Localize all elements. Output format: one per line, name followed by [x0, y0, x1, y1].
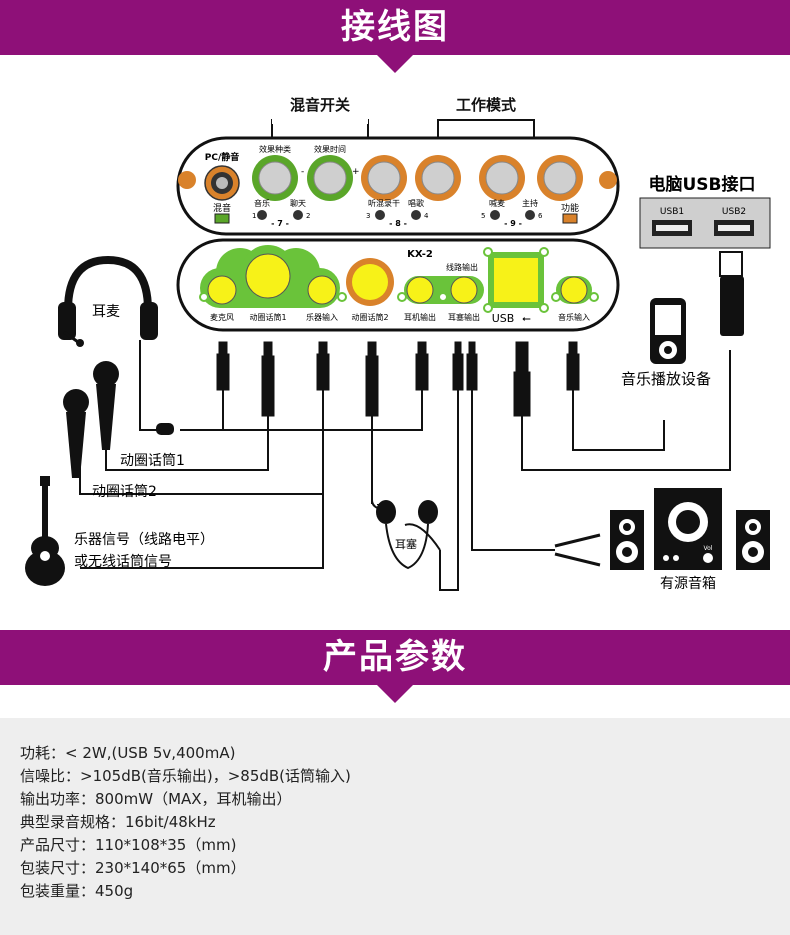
usb1-label: USB1: [660, 207, 684, 217]
microphone-1-icon: [93, 361, 119, 450]
host-button: [525, 210, 535, 220]
host-label: 主持: [522, 198, 538, 208]
group9: - 9 -: [504, 219, 522, 228]
group8: - 8 -: [389, 219, 407, 228]
wiring-title: 接线图: [341, 7, 449, 47]
usb2-label: USB2: [722, 207, 746, 217]
spec-power: 功耗：< 2W,(USB 5v,400mA): [20, 744, 236, 762]
earbud-port: [450, 276, 478, 304]
port-label-earbud: 耳塞输出: [448, 312, 480, 322]
port-label-mic: 麦克风: [210, 312, 234, 322]
instrument-line1: 乐器信号（线路电平）: [74, 532, 214, 548]
plus-sign: +: [352, 167, 360, 177]
port-label-usb: USB: [492, 312, 515, 325]
effect-time-label: 效果时间: [314, 144, 346, 154]
n4: 4: [424, 212, 429, 220]
cable-clip: [156, 423, 174, 435]
spec-snr: 信噪比：>105dB(音乐输出)，>85dB(话筒输入): [20, 767, 351, 785]
dyn-mic2-label: 动圈话筒2: [92, 483, 157, 500]
chat-label: 聊天: [290, 199, 306, 208]
work-mode-label: 工作模式: [456, 96, 516, 114]
port-label-headphone: 耳机输出: [404, 312, 436, 322]
dyn-mic1-port: [245, 253, 291, 299]
params-title: 产品参数: [323, 637, 467, 677]
port-label-dyn-mic1: 动圈话筒1: [249, 312, 286, 322]
spec-output-power: 输出功率：800mW（MAX，耳机输出）: [20, 790, 292, 808]
music-label: 音乐: [254, 198, 270, 208]
plugs: [216, 341, 580, 417]
monitor-record-label: 听混录干: [368, 199, 400, 208]
sing-label: 唱歌: [408, 198, 424, 208]
params-notch: [377, 685, 413, 703]
music-button: [257, 210, 267, 220]
function-led: [562, 213, 578, 224]
model-label: KX-2: [407, 249, 433, 260]
dyn-mic2-port: [352, 264, 388, 300]
sing-button: [411, 210, 421, 220]
music-in-port: [560, 276, 588, 304]
n2: 2: [306, 212, 310, 220]
wiring-banner: 接线图: [0, 0, 790, 55]
minus-sign: -: [301, 167, 304, 177]
port-label-music-in: 音乐输入: [558, 312, 590, 322]
usb-symbol-icon: ⭠: [522, 312, 531, 325]
speakers-label: 有源音箱: [660, 575, 716, 592]
spec-package-weight: 包装重量：450g: [20, 882, 134, 900]
vol-label: Vol: [704, 545, 713, 552]
music-player-label: 音乐播放设备: [621, 370, 711, 388]
side-cap-left: [178, 171, 196, 189]
chat-button: [293, 210, 303, 220]
shout-button: [490, 210, 500, 220]
monitor-button: [375, 210, 385, 220]
headset-label: 耳麦: [92, 304, 120, 320]
speakers-icon: Vol: [610, 488, 770, 570]
group7: - 7 -: [271, 219, 289, 228]
mix-led: [214, 213, 230, 224]
specs-section: 功耗：< 2W,(USB 5v,400mA) 信噪比：>105dB(音乐输出)，…: [0, 718, 790, 935]
wiring-diagram: 混音开关 工作模式 PC/静音 混音 效果种类 效果时间 - + 音乐 1 聊天…: [25, 96, 771, 592]
line-out-label: 线路输出: [446, 262, 478, 272]
n1: 1: [252, 212, 256, 220]
function-label: 功能: [561, 202, 579, 214]
dyn-mic1-label: 动圈话筒1: [120, 452, 185, 469]
n5: 5: [481, 212, 485, 220]
params-banner: 产品参数: [0, 630, 790, 685]
spec-package-size: 包装尺寸：230*140*65（mm）: [20, 859, 246, 877]
port-label-dyn-mic2: 动圈话筒2: [351, 312, 388, 322]
side-cap-right: [599, 171, 617, 189]
earbuds-label: 耳塞: [395, 537, 417, 551]
pc-usb-label: 电脑USB接口: [648, 174, 755, 195]
usb-port: [494, 258, 538, 302]
mic-port: [207, 275, 237, 305]
instrument-line2: 或无线话筒信号: [74, 553, 172, 570]
earbuds-icon: [376, 500, 438, 570]
n3: 3: [366, 212, 370, 220]
headphone-port: [406, 276, 434, 304]
pc-mute-label: PC/静音: [205, 151, 240, 163]
mix-label: 混音: [213, 202, 231, 214]
instrument-port: [307, 275, 337, 305]
headset-icon: [58, 255, 158, 347]
n6: 6: [538, 212, 543, 220]
guitar-icon: [25, 476, 65, 586]
port-label-instrument: 乐器输入: [306, 312, 338, 322]
banner-notch: [377, 55, 413, 73]
microphone-2-icon: [63, 389, 89, 478]
shout-label: 喊麦: [489, 198, 505, 208]
spec-recording: 典型录音规格：16bit/48kHz: [20, 813, 216, 831]
spec-product-size: 产品尺寸：110*108*35（mm): [20, 836, 237, 854]
mix-switch-label: 混音开关: [290, 96, 350, 114]
effect-type-label: 效果种类: [259, 144, 291, 154]
usb-plug: [719, 251, 743, 277]
